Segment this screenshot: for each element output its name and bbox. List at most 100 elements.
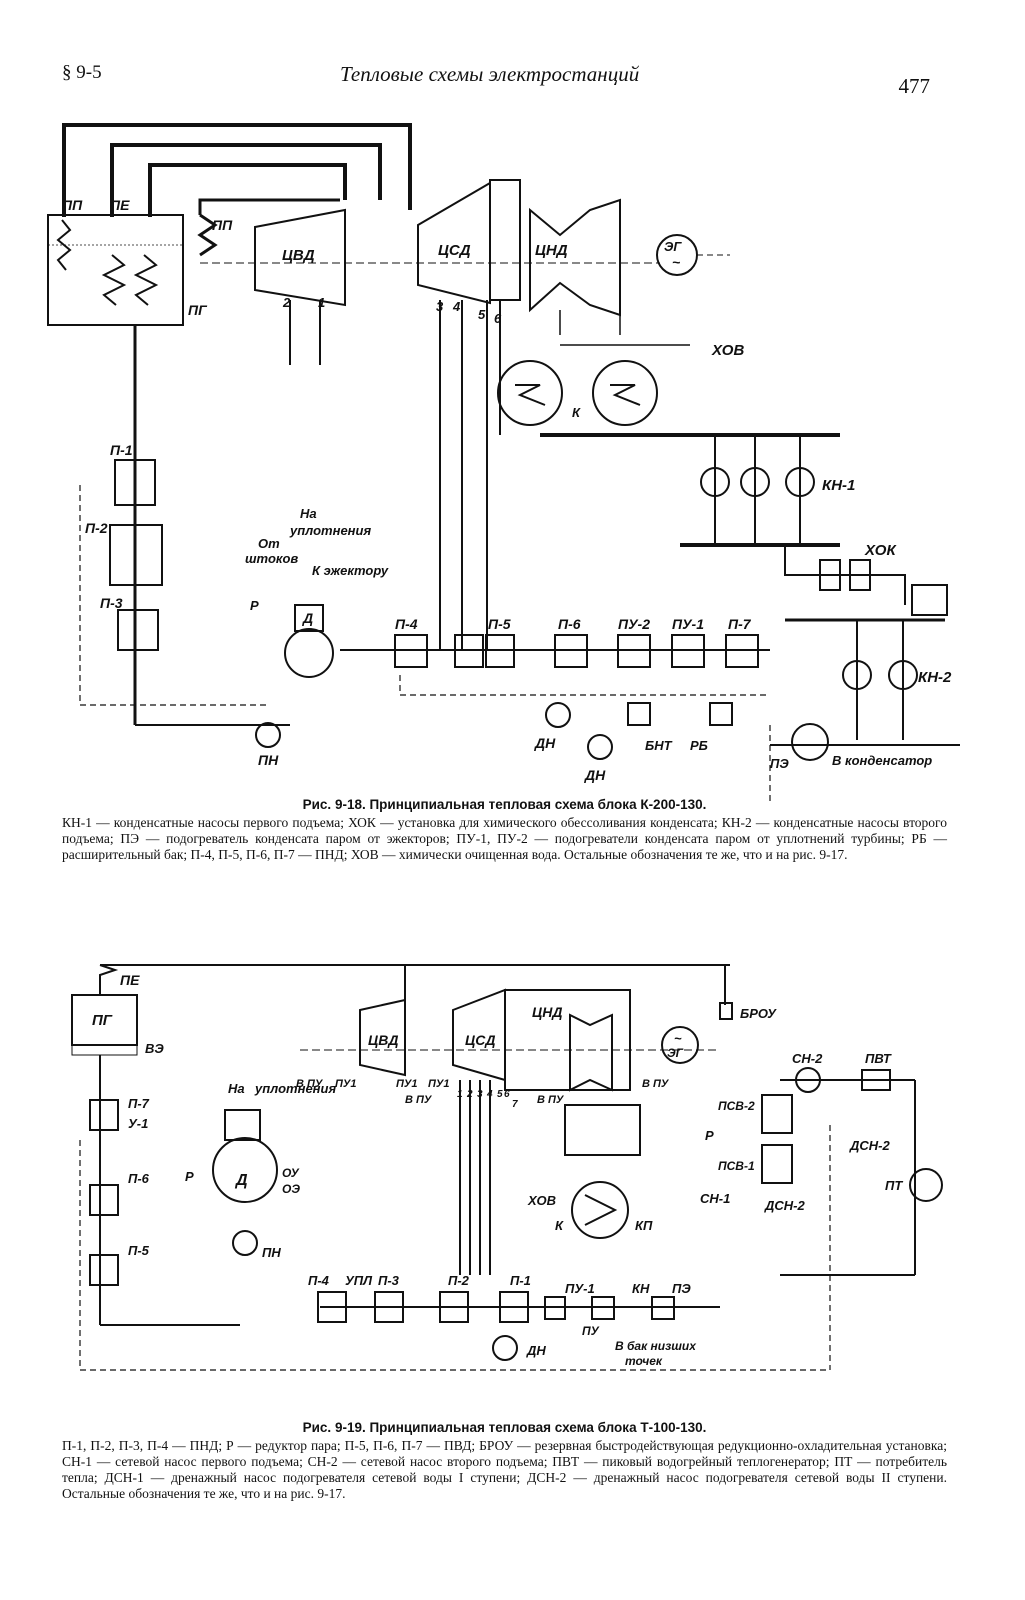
label-u1: У-1 bbox=[128, 1116, 148, 1131]
label-n4: 4 bbox=[486, 1089, 493, 1100]
label-p4: П-4 bbox=[308, 1273, 330, 1288]
label-oe: ОЭ bbox=[282, 1182, 300, 1196]
label-vpu4: В ПУ bbox=[642, 1078, 670, 1090]
pg-coil bbox=[133, 254, 159, 306]
label-vpu3: В ПУ bbox=[537, 1094, 565, 1106]
pe-ejector-heater bbox=[791, 723, 829, 761]
boiler-block bbox=[47, 214, 184, 326]
condenser-right bbox=[592, 360, 658, 426]
label-pp2: ПП bbox=[212, 217, 233, 233]
label-n6: 6 bbox=[504, 1089, 510, 1100]
label-n3: 3 bbox=[436, 299, 444, 314]
figure-9-18-diagram: ПП ПЕ ПП ПГ ЦВД ЦСД ЦНД ЭГ ~ 2 1 3 4 5 6… bbox=[47, 123, 960, 805]
label-pu1b: ПУ1 bbox=[396, 1078, 417, 1090]
figure-9-18-caption: Рис. 9-18. Принципиальная тепловая схема… bbox=[62, 797, 947, 863]
label-pu2: ПУ-2 bbox=[618, 616, 650, 632]
deaerator-d bbox=[212, 1137, 278, 1203]
label-cvd: ЦВД bbox=[368, 1032, 398, 1048]
label-p2: П-2 bbox=[448, 1273, 470, 1288]
hp-heater-p3 bbox=[117, 609, 159, 651]
label-to-condenser: В конденсатор bbox=[832, 753, 932, 768]
cnd-turbine bbox=[569, 1013, 613, 1092]
label-p2: П-2 bbox=[85, 520, 108, 536]
section-number: § 9-5 bbox=[62, 62, 102, 83]
label-n5: 5 bbox=[497, 1089, 503, 1100]
label-p1: П-1 bbox=[510, 1273, 531, 1288]
figure-9-19-caption-title: Рис. 9-19. Принципиальная тепловая схема… bbox=[302, 1420, 707, 1435]
label-pn: ПН bbox=[258, 752, 279, 768]
figure-9-18-caption-body: КН-1 — конденсатные насосы первого подъе… bbox=[62, 815, 947, 862]
label-psv1: ПСВ-1 bbox=[718, 1159, 755, 1173]
label-ve: ВЭ bbox=[145, 1041, 164, 1056]
label-dsn2a: ДСН-2 bbox=[849, 1138, 890, 1153]
label-sn2: СН-2 bbox=[792, 1051, 823, 1066]
label-kn1: КН-1 bbox=[822, 477, 855, 494]
cvd-turbine bbox=[254, 208, 346, 307]
label-n1: 1 bbox=[457, 1089, 463, 1100]
label-pu1a: ПУ1 bbox=[335, 1078, 356, 1090]
label-d: Д bbox=[302, 610, 313, 626]
pe-coil bbox=[101, 254, 127, 306]
label-vpu2: В ПУ bbox=[405, 1094, 433, 1106]
label-vpu1: В ПУ bbox=[296, 1078, 324, 1090]
pvt-unit bbox=[861, 1069, 891, 1091]
label-p1: П-1 bbox=[110, 442, 133, 458]
label-to-seals-1: На bbox=[228, 1081, 245, 1096]
deaerator-d bbox=[294, 604, 324, 632]
label-p3: П-3 bbox=[100, 595, 123, 611]
label-pn: ПН bbox=[262, 1245, 281, 1260]
label-n4: 4 bbox=[452, 299, 461, 314]
label-rb: РБ bbox=[690, 738, 708, 753]
label-p6: П-6 bbox=[128, 1171, 150, 1186]
figure-9-19-diagram: ПЕ ПГ ВЭ БРОУ ЦВД ЦСД ЦНД ЭГ ~ В ПУ ПУ1 … bbox=[71, 964, 943, 1371]
label-eg: ЭГ bbox=[667, 1046, 684, 1060]
label-dsn2b: ДСН-2 bbox=[764, 1198, 805, 1213]
hp-heater-p7 bbox=[89, 1099, 119, 1131]
label-n3: 3 bbox=[477, 1089, 483, 1100]
csd-turbine bbox=[417, 181, 491, 305]
label-sn1: СН-1 bbox=[700, 1191, 730, 1206]
label-eg: ЭГ bbox=[664, 239, 682, 254]
label-n2: 2 bbox=[466, 1089, 473, 1100]
label-ou: ОУ bbox=[282, 1166, 300, 1180]
label-p3: П-3 bbox=[378, 1273, 400, 1288]
sn2-pump bbox=[795, 1067, 821, 1093]
label-csd: ЦСД bbox=[438, 242, 471, 259]
label-to-seals-2: уплотнения bbox=[254, 1081, 336, 1096]
label-k: К bbox=[555, 1218, 564, 1233]
label-pvt: ПВТ bbox=[865, 1051, 892, 1066]
label-pu1: ПУ-1 bbox=[565, 1281, 595, 1296]
label-cnd: ЦНД bbox=[535, 242, 568, 259]
label-xov: ХОВ bbox=[527, 1193, 556, 1208]
brou-unit bbox=[719, 1002, 733, 1020]
label-tank-2: точек bbox=[625, 1354, 663, 1368]
label-dn: ДН bbox=[526, 1343, 546, 1358]
label-pe: ПЕ bbox=[110, 197, 130, 213]
label-pt: ПТ bbox=[885, 1178, 903, 1193]
label-xov: ХОВ bbox=[711, 342, 744, 359]
feed-pump-pn bbox=[255, 722, 281, 748]
label-pu1: ПУ-1 bbox=[672, 616, 704, 632]
figure-9-18-caption-title: Рис. 9-18. Принципиальная тепловая схема… bbox=[302, 797, 707, 812]
label-n2: 2 bbox=[282, 295, 291, 310]
page-number: 477 bbox=[898, 74, 931, 98]
label-from-rods-1: От bbox=[258, 536, 280, 551]
label-csd: ЦСД bbox=[465, 1032, 495, 1048]
label-pe: ПЕ bbox=[120, 972, 140, 988]
label-cnd: ЦНД bbox=[532, 1004, 562, 1020]
label-kp: КП bbox=[635, 1218, 653, 1233]
label-pp1: ПП bbox=[62, 197, 83, 213]
label-kn: КН bbox=[632, 1281, 650, 1296]
label-pu1c: ПУ1 bbox=[428, 1078, 449, 1090]
feed-pump-pn bbox=[232, 1230, 258, 1256]
label-p6: П-6 bbox=[558, 616, 581, 632]
label-eg-tilde: ~ bbox=[672, 254, 680, 270]
label-to-ejector: К эжектору bbox=[312, 563, 389, 578]
label-to-seals-2: уплотнения bbox=[289, 523, 371, 538]
heater-psv1 bbox=[761, 1144, 793, 1184]
label-psv2: ПСВ-2 bbox=[718, 1099, 755, 1113]
label-eg-tilde: ~ bbox=[674, 1031, 682, 1046]
heater-psv2 bbox=[761, 1094, 793, 1134]
label-r1: Р bbox=[185, 1169, 194, 1184]
label-p5: П-5 bbox=[488, 616, 511, 632]
